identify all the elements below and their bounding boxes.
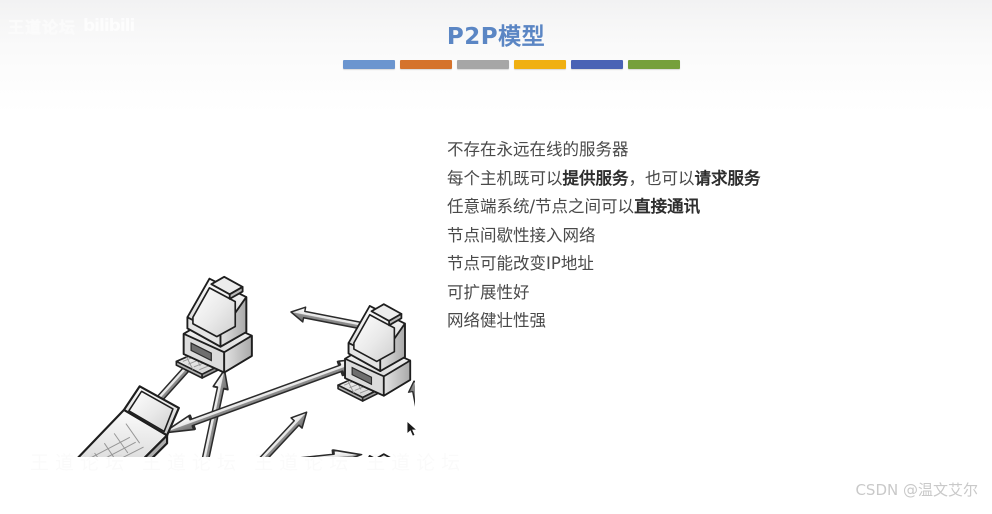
bullet-item-6: 可扩展性好 [447,279,867,308]
bullet-item-5: 节点可能改变IP地址 [447,250,867,279]
bullet-2-bold-a: 提供服务 [562,168,629,188]
accent-bar-blue-dark [571,60,623,69]
bullet-5-text: 节点可能改变IP地址 [447,254,594,273]
accent-bar-orange [400,60,452,69]
bullet-item-3: 任意端系统/节点之间可以直接通讯 [447,193,867,222]
bullet-6-text: 可扩展性好 [447,282,530,302]
p2p-topology-svg [75,275,415,457]
watermark-csdn: CSDN @温文艾尔 [855,481,978,499]
bullet-item-4: 节点间歇性接入网络 [447,222,867,251]
bullet-7-text: 网络健壮性强 [447,311,546,330]
link-pctr-pcbr [405,378,415,454]
bullet-item-2: 每个主机既可以提供服务，也可以请求服务 [447,165,867,194]
accent-bar-green [628,60,680,69]
bullet-2-bold-b: 请求服务 [694,168,761,188]
node-pc-top-right [337,303,412,402]
mouse-cursor-icon [406,420,419,437]
bullet-4-text: 节点间歇性接入网络 [447,225,596,245]
p2p-network-diagram [37,137,415,457]
accent-bar-blue-light [343,60,395,69]
ghost-watermark: 王道论坛 王道论坛 王道论坛 王道论坛 [30,448,460,474]
accent-bar-row [343,60,680,69]
bullet-3-bold: 直接通讯 [634,197,701,216]
bullet-list: 不存在永远在线的服务器 每个主机既可以提供服务，也可以请求服务 任意端系统/节点… [447,136,867,336]
accent-bar-gray [457,60,509,69]
bullet-1-text: 不存在永远在线的服务器 [447,140,629,159]
bullet-2-text-b: ，也可以 [628,168,695,188]
page-title: P2P模型 [446,24,546,50]
accent-bar-yellow [514,60,566,69]
bullet-item-7: 网络健壮性强 [447,307,867,336]
node-pc-top-left [175,275,253,379]
bullet-2-text-a: 每个主机既可以 [447,168,563,188]
bullet-item-1: 不存在永远在线的服务器 [447,136,867,165]
bullet-3-text: 任意端系统/节点之间可以 [447,197,635,216]
